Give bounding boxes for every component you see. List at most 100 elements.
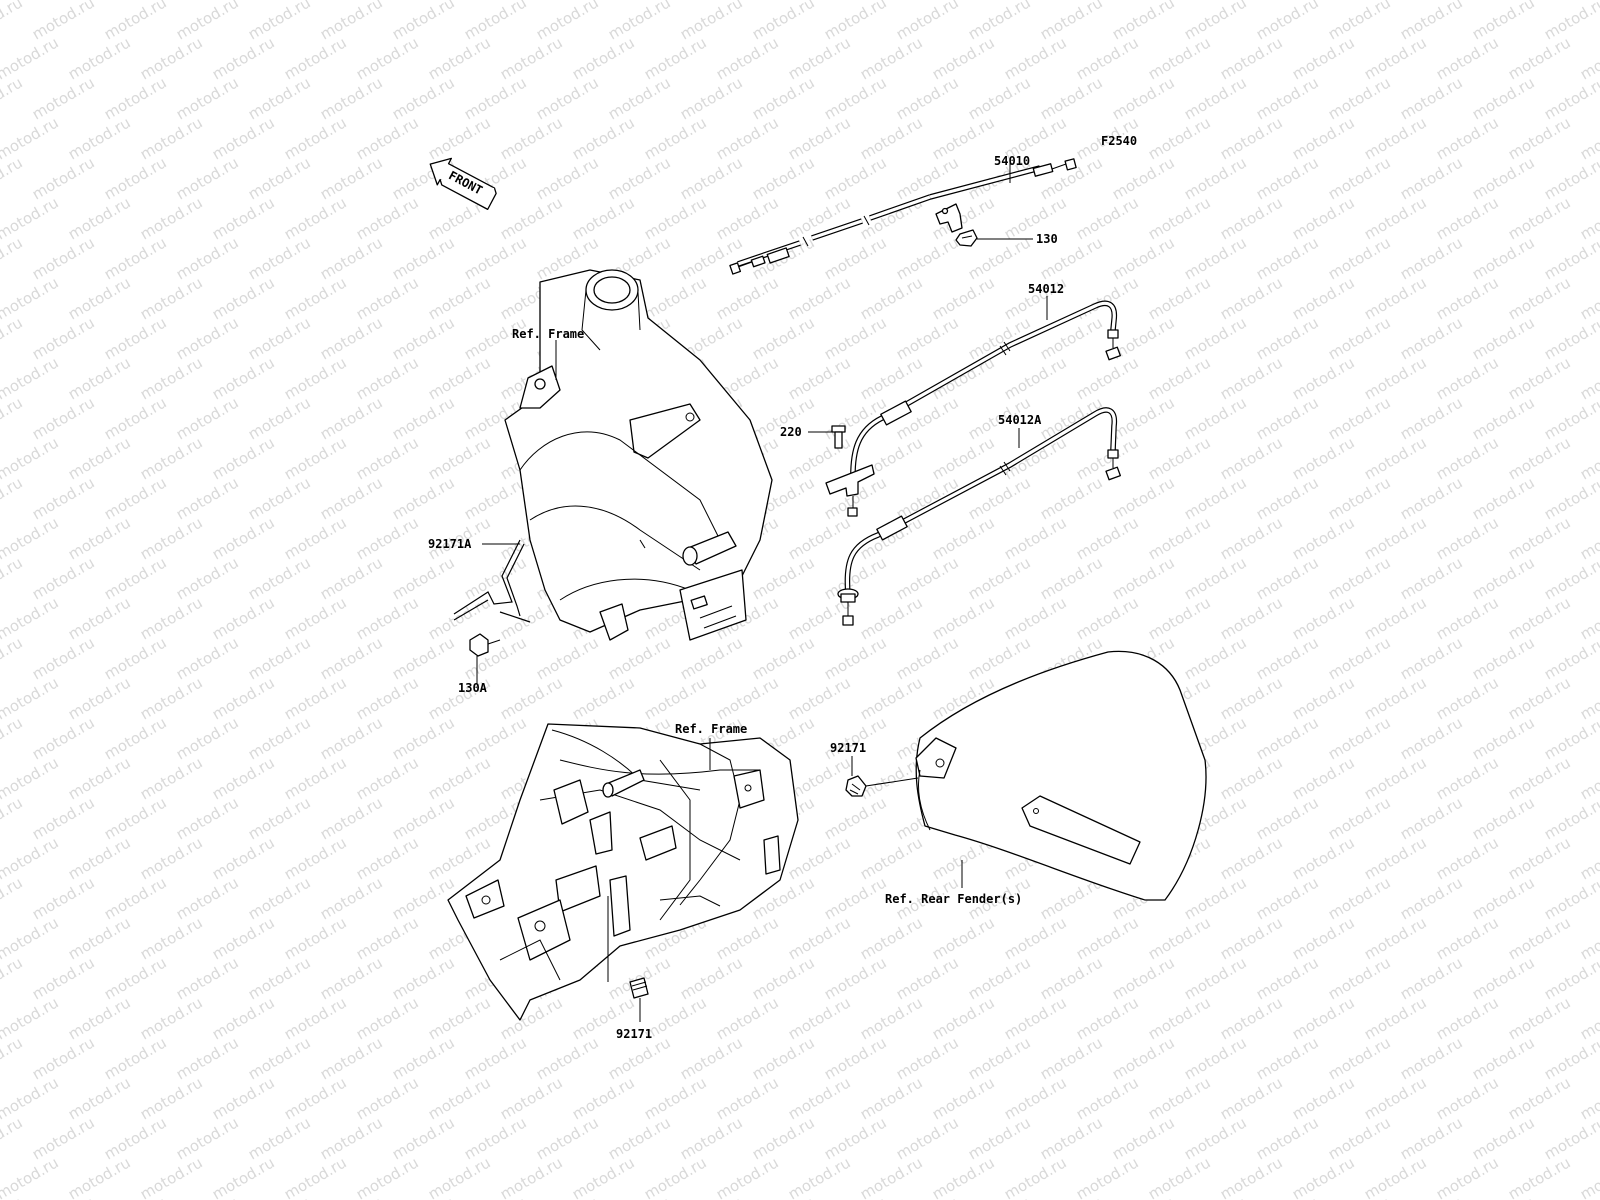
watermark-text: motod.ru (317, 1113, 386, 1163)
watermark-text: motod.ru (857, 593, 926, 643)
watermark-text: motod.ru (785, 1073, 854, 1123)
watermark-text: motod.ru (317, 473, 386, 523)
watermark-text: motod.ru (461, 713, 530, 763)
watermark-text: motod.ru (65, 33, 134, 83)
watermark-text: motod.ru (641, 673, 710, 723)
watermark-text: motod.ru (1397, 313, 1466, 363)
watermark-text: motod.ru (893, 1033, 962, 1083)
watermark-text: motod.ru (1001, 913, 1070, 963)
watermark-text: motod.ru (137, 193, 206, 243)
watermark-text: motod.ru (281, 113, 350, 163)
watermark-text: motod.ru (1541, 953, 1600, 1003)
watermark-text: motod.ru (497, 113, 566, 163)
watermark-text: motod.ru (281, 513, 350, 563)
watermark-text: motod.ru (1181, 553, 1250, 603)
watermark-text: motod.ru (749, 1033, 818, 1083)
watermark-text: motod.ru (1037, 0, 1106, 43)
watermark-text: motod.ru (821, 633, 890, 683)
watermark-text: motod.ru (1505, 1073, 1574, 1123)
watermark-text: motod.ru (137, 833, 206, 883)
watermark-text: motod.ru (173, 1193, 242, 1200)
watermark-text: motod.ru (389, 793, 458, 843)
watermark-text: motod.ru (353, 993, 422, 1043)
watermark-text: motod.ru (461, 1193, 530, 1200)
watermark-text: motod.ru (1289, 1073, 1358, 1123)
watermark-text: motod.ru (857, 113, 926, 163)
watermark-text: motod.ru (533, 73, 602, 123)
watermark-text: motod.ru (677, 953, 746, 1003)
watermark-text: motod.ru (1109, 1193, 1178, 1200)
watermark-text: motod.ru (641, 113, 710, 163)
throttle-cable-54010 (729, 158, 1077, 275)
watermark-text: motod.ru (281, 913, 350, 963)
watermark-text: motod.ru (569, 193, 638, 243)
watermark-text: motod.ru (209, 193, 278, 243)
watermark-text: motod.ru (1289, 833, 1358, 883)
watermark-text: motod.ru (713, 1153, 782, 1200)
watermark-text: motod.ru (1361, 593, 1430, 643)
watermark-text: motod.ru (1505, 353, 1574, 403)
watermark-text: motod.ru (1289, 353, 1358, 403)
watermark-text: motod.ru (425, 1073, 494, 1123)
watermark-text: motod.ru (749, 73, 818, 123)
watermark-text: motod.ru (461, 0, 530, 43)
watermark-text: motod.ru (1217, 1153, 1286, 1200)
watermark-text: motod.ru (65, 353, 134, 403)
watermark-text: motod.ru (1073, 593, 1142, 643)
watermark-text: motod.ru (353, 593, 422, 643)
watermark-text: motod.ru (857, 1073, 926, 1123)
watermark-text: motod.ru (281, 1073, 350, 1123)
watermark-text: motod.ru (749, 953, 818, 1003)
watermark-text: motod.ru (353, 33, 422, 83)
watermark-text: motod.ru (1001, 273, 1070, 323)
watermark-text: motod.ru (1037, 553, 1106, 603)
watermark-text: motod.ru (1181, 73, 1250, 123)
watermark-text: motod.ru (29, 233, 98, 283)
watermark-text: motod.ru (317, 1193, 386, 1200)
watermark-text: motod.ru (0, 993, 62, 1043)
watermark-text: motod.ru (1397, 793, 1466, 843)
watermark-text: motod.ru (749, 633, 818, 683)
watermark-text: motod.ru (713, 913, 782, 963)
watermark-text: motod.ru (1109, 73, 1178, 123)
watermark-text: motod.ru (1145, 513, 1214, 563)
watermark-text: motod.ru (1433, 33, 1502, 83)
watermark-text: motod.ru (317, 73, 386, 123)
watermark-text: motod.ru (1505, 33, 1574, 83)
front-arrow-icon: FRONT (429, 157, 497, 211)
watermark-text: motod.ru (353, 833, 422, 883)
watermark-text: motod.ru (1397, 473, 1466, 523)
watermark-text: motod.ru (209, 993, 278, 1043)
watermark-text: motod.ru (209, 1073, 278, 1123)
watermark-text: motod.ru (749, 153, 818, 203)
watermark-text: motod.ru (209, 273, 278, 323)
watermark-text: motod.ru (137, 1073, 206, 1123)
watermark-text: motod.ru (605, 1113, 674, 1163)
watermark-text: motod.ru (605, 1193, 674, 1200)
watermark-text: motod.ru (1145, 913, 1214, 963)
watermark-text: motod.ru (1541, 473, 1600, 523)
watermark-text: motod.ru (1325, 1113, 1394, 1163)
watermark-text: motod.ru (353, 1073, 422, 1123)
watermark-text: motod.ru (929, 113, 998, 163)
screw-220 (831, 425, 846, 449)
watermark-text: motod.ru (1145, 353, 1214, 403)
watermark-text: motod.ru (1001, 593, 1070, 643)
watermark-text: motod.ru (1109, 0, 1178, 43)
watermark-text: motod.ru (317, 553, 386, 603)
watermark-text: motod.ru (0, 273, 62, 323)
watermark-text: motod.ru (1289, 193, 1358, 243)
watermark-text: motod.ru (1433, 273, 1502, 323)
watermark-text: motod.ru (785, 513, 854, 563)
watermark-text: motod.ru (821, 0, 890, 43)
watermark-text: motod.ru (245, 793, 314, 843)
watermark-text: motod.ru (821, 73, 890, 123)
watermark-text: motod.ru (821, 873, 890, 923)
watermark-text: motod.ru (533, 1193, 602, 1200)
watermark-text: motod.ru (173, 713, 242, 763)
watermark-text: motod.ru (0, 833, 62, 883)
watermark-text: motod.ru (1037, 953, 1106, 1003)
watermark-text: motod.ru (29, 553, 98, 603)
watermark-text: motod.ru (1397, 873, 1466, 923)
